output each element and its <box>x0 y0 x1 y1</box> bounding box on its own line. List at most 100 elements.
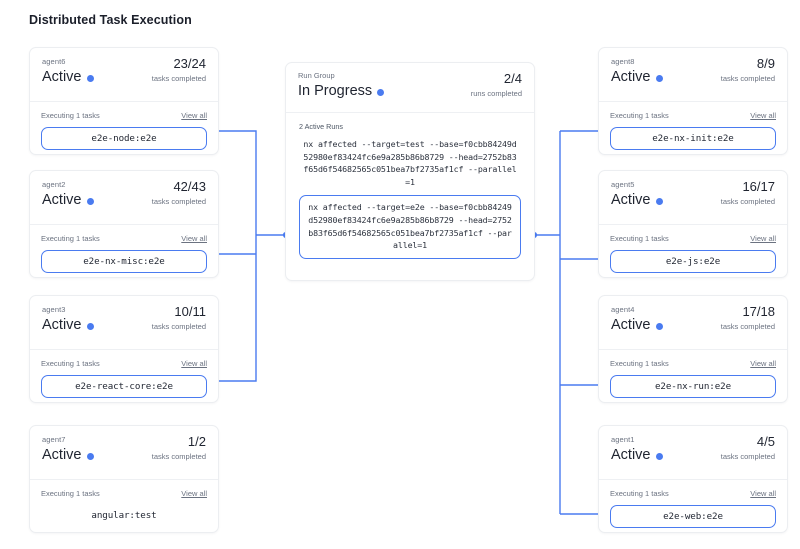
agent-card-header: agent6 Active 23/24 tasks completed <box>30 48 218 102</box>
view-all-link[interactable]: View all <box>750 489 776 498</box>
status-dot-icon <box>655 74 663 82</box>
agent-executing-row: Executing 1 tasks View all <box>610 359 776 368</box>
agent-status-label: Active <box>42 447 82 463</box>
agent-name: agent2 <box>42 180 66 189</box>
agent-card-body: Executing 1 tasks View all e2e-js:e2e <box>599 225 787 277</box>
agent-card-header: agent8 Active 8/9 tasks completed <box>599 48 787 102</box>
running-task-pill[interactable]: e2e-nx-init:e2e <box>610 127 776 150</box>
agent-status-label: Active <box>42 192 82 208</box>
running-task-text[interactable]: angular:test <box>91 510 157 521</box>
run-group-count: 2/4 <box>503 71 522 86</box>
agent-card-body: Executing 1 tasks View all e2e-nx-init:e… <box>599 102 787 154</box>
executing-label: Executing 1 tasks <box>41 234 100 243</box>
run-group-status-label: In Progress <box>298 83 373 99</box>
agent-name: agent1 <box>611 435 635 444</box>
agent-task-count: 10/11 <box>174 304 206 319</box>
agent-name: agent6 <box>42 57 66 66</box>
executing-label: Executing 1 tasks <box>610 489 669 498</box>
view-all-link[interactable]: View all <box>750 234 776 243</box>
agent-card-body: Executing 1 tasks View all e2e-nx-misc:e… <box>30 225 218 277</box>
agent-card[interactable]: agent4 Active 17/18 tasks completed Exec… <box>598 295 788 403</box>
running-task-pill[interactable]: e2e-react-core:e2e <box>41 375 207 398</box>
run-group-card[interactable]: Run Group In Progress 2/4 runs completed… <box>285 62 535 281</box>
status-dot-icon <box>655 322 663 330</box>
run-command-text[interactable]: nx affected --target=test --base=f0cbb84… <box>303 139 517 187</box>
executing-label: Executing 1 tasks <box>41 111 100 120</box>
status-dot-icon <box>86 74 94 82</box>
executing-label: Executing 1 tasks <box>41 359 100 368</box>
agent-status-label: Active <box>611 69 651 85</box>
running-task-pill[interactable]: e2e-js:e2e <box>610 250 776 273</box>
executing-label: Executing 1 tasks <box>610 111 669 120</box>
agent-card[interactable]: agent2 Active 42/43 tasks completed Exec… <box>29 170 219 278</box>
agent-card[interactable]: agent8 Active 8/9 tasks completed Execut… <box>598 47 788 155</box>
agent-status-label: Active <box>611 447 651 463</box>
agent-task-count: 8/9 <box>756 56 775 71</box>
view-all-link[interactable]: View all <box>181 489 207 498</box>
run-group-label: Run Group <box>298 71 335 80</box>
agent-name: agent3 <box>42 305 66 314</box>
view-all-link[interactable]: View all <box>750 359 776 368</box>
agent-task-count-label: tasks completed <box>151 452 206 461</box>
agent-card-body: Executing 1 tasks View all e2e-nx-run:e2… <box>599 350 787 402</box>
agent-executing-row: Executing 1 tasks View all <box>41 234 207 243</box>
agent-task-count: 23/24 <box>173 56 206 71</box>
agent-status: Active <box>611 68 775 86</box>
view-all-link[interactable]: View all <box>181 359 207 368</box>
agent-card-header: agent2 Active 42/43 tasks completed <box>30 171 218 225</box>
view-all-link[interactable]: View all <box>181 234 207 243</box>
status-dot-icon <box>377 89 385 96</box>
agent-status: Active <box>611 446 775 464</box>
agent-card[interactable]: agent1 Active 4/5 tasks completed Execut… <box>598 425 788 533</box>
agent-task-count: 42/43 <box>173 179 206 194</box>
agent-task-count-label: tasks completed <box>151 74 206 83</box>
agent-status-label: Active <box>611 317 651 333</box>
agent-executing-row: Executing 1 tasks View all <box>41 489 207 498</box>
status-dot-icon <box>655 197 663 205</box>
agent-card-body: Executing 1 tasks View all e2e-react-cor… <box>30 350 218 402</box>
status-dot-icon <box>86 322 94 330</box>
agent-card-body: Executing 1 tasks View all e2e-node:e2e <box>30 102 218 154</box>
executing-label: Executing 1 tasks <box>610 359 669 368</box>
view-all-link[interactable]: View all <box>181 111 207 120</box>
agent-card-body: Executing 1 tasks View all angular:test <box>30 480 218 532</box>
agent-status: Active <box>42 68 206 86</box>
run-group-body: 2 Active Runs nx affected --target=test … <box>286 113 534 271</box>
agent-card-header: agent1 Active 4/5 tasks completed <box>599 426 787 480</box>
view-all-link[interactable]: View all <box>750 111 776 120</box>
run-command-text: nx affected --target=e2e --base=f0cbb842… <box>308 202 512 251</box>
agent-name: agent4 <box>611 305 635 314</box>
agent-status-label: Active <box>42 69 82 85</box>
agent-card-header: agent3 Active 10/11 tasks completed <box>30 296 218 350</box>
agent-card-header: agent5 Active 16/17 tasks completed <box>599 171 787 225</box>
agent-task-count-label: tasks completed <box>720 74 775 83</box>
agent-card[interactable]: agent6 Active 23/24 tasks completed Exec… <box>29 47 219 155</box>
agent-task-count: 4/5 <box>756 434 775 449</box>
agent-name: agent5 <box>611 180 635 189</box>
status-dot-icon <box>655 452 663 460</box>
running-task-pill[interactable]: e2e-web:e2e <box>610 505 776 528</box>
agent-card[interactable]: agent5 Active 16/17 tasks completed Exec… <box>598 170 788 278</box>
agent-status: Active <box>42 446 206 464</box>
agent-task-count-label: tasks completed <box>151 322 206 331</box>
agent-task-count: 17/18 <box>742 304 775 319</box>
agent-executing-row: Executing 1 tasks View all <box>610 234 776 243</box>
agent-executing-row: Executing 1 tasks View all <box>41 359 207 368</box>
agent-name: agent8 <box>611 57 635 66</box>
status-dot-icon <box>86 197 94 205</box>
agent-executing-row: Executing 1 tasks View all <box>610 111 776 120</box>
agent-card[interactable]: agent7 Active 1/2 tasks completed Execut… <box>29 425 219 533</box>
running-task-pill[interactable]: e2e-nx-run:e2e <box>610 375 776 398</box>
running-task-pill[interactable]: e2e-node:e2e <box>41 127 207 150</box>
agent-card[interactable]: agent3 Active 10/11 tasks completed Exec… <box>29 295 219 403</box>
running-task-pill[interactable]: e2e-nx-misc:e2e <box>41 250 207 273</box>
run-group-header: Run Group In Progress 2/4 runs completed <box>286 63 534 113</box>
agent-status-label: Active <box>42 317 82 333</box>
run-command-active[interactable]: nx affected --target=e2e --base=f0cbb842… <box>299 195 521 259</box>
agent-status: Active <box>42 191 206 209</box>
agent-card-header: agent4 Active 17/18 tasks completed <box>599 296 787 350</box>
agent-status: Active <box>611 191 775 209</box>
executing-label: Executing 1 tasks <box>41 489 100 498</box>
page-title: Distributed Task Execution <box>29 13 192 27</box>
